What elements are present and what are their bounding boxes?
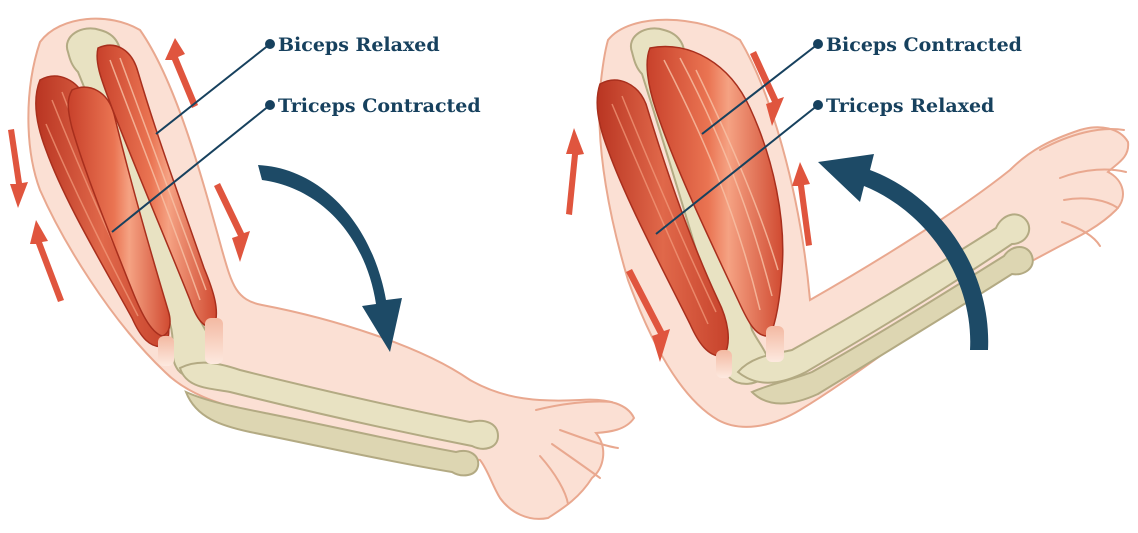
triceps-contracted-dot: [266, 101, 274, 109]
biceps-contracted-label: Biceps Contracted: [826, 34, 1022, 56]
biceps-relaxed-label: Biceps Relaxed: [278, 34, 440, 56]
flexed-triceps-tendon: [716, 350, 732, 378]
tension-arrow-up-3: [566, 128, 584, 215]
triceps-relaxed-dot: [814, 101, 822, 109]
extended-triceps-tendon: [158, 336, 174, 366]
extended-biceps-tendon: [205, 318, 223, 364]
tension-arrow-down-2: [8, 129, 28, 208]
biceps-relaxed-dot: [266, 40, 274, 48]
extended-arm-panel: Biceps Relaxed Triceps Contracted: [8, 19, 634, 519]
tension-arrow-up-2: [30, 220, 64, 302]
flexed-biceps-tendon: [766, 326, 784, 362]
triceps-contracted-label: Triceps Contracted: [278, 95, 481, 117]
biceps-contracted-dot: [814, 40, 822, 48]
triceps-relaxed-label: Triceps Relaxed: [826, 95, 994, 117]
flexed-arm-panel: Biceps Contracted Triceps Relaxed: [566, 20, 1128, 427]
